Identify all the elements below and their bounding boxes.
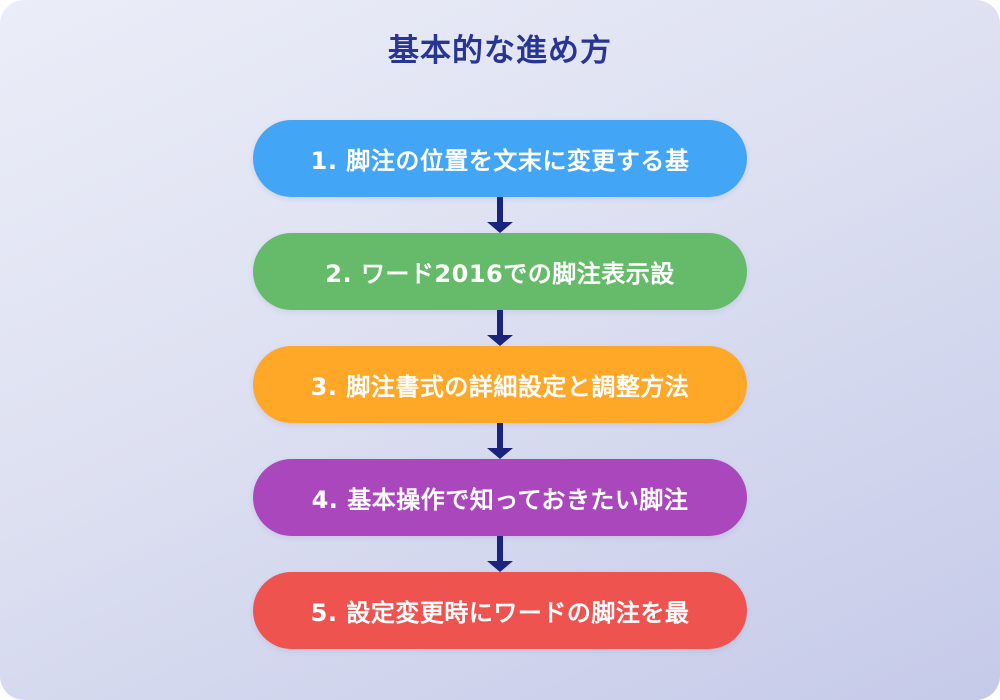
flow-step-5-label: 5. 設定変更時にワードの脚注を最 [310,599,690,627]
flow-step-4-label: 4. 基本操作で知っておきたい脚注 [311,486,689,514]
down-arrow-icon [487,310,513,346]
flow-step-2: 2. ワード2016での脚注表示設 [253,233,747,310]
arrow-line [497,310,503,335]
down-arrow-icon [487,197,513,233]
arrow-line [497,423,503,448]
arrow-line [497,536,503,561]
arrow-head [487,335,513,346]
arrow-head [487,222,513,233]
page-title: 基本的な進め方 [388,33,612,69]
flowchart: 1. 脚注の位置を文末に変更する基 2. ワード2016での脚注表示設 3. 脚… [253,120,747,649]
flow-step-4: 4. 基本操作で知っておきたい脚注 [253,459,747,536]
arrow-line [497,197,503,222]
flow-step-5: 5. 設定変更時にワードの脚注を最 [253,572,747,649]
flow-step-2-label: 2. ワード2016での脚注表示設 [325,260,675,288]
flow-step-3: 3. 脚注書式の詳細設定と調整方法 [253,346,747,423]
arrow-head [487,448,513,459]
down-arrow-icon [487,423,513,459]
flow-step-1: 1. 脚注の位置を文末に変更する基 [253,120,747,197]
arrow-head [487,561,513,572]
flow-step-1-label: 1. 脚注の位置を文末に変更する基 [310,147,690,175]
flow-step-3-label: 3. 脚注書式の詳細設定と調整方法 [310,373,690,401]
down-arrow-icon [487,536,513,572]
